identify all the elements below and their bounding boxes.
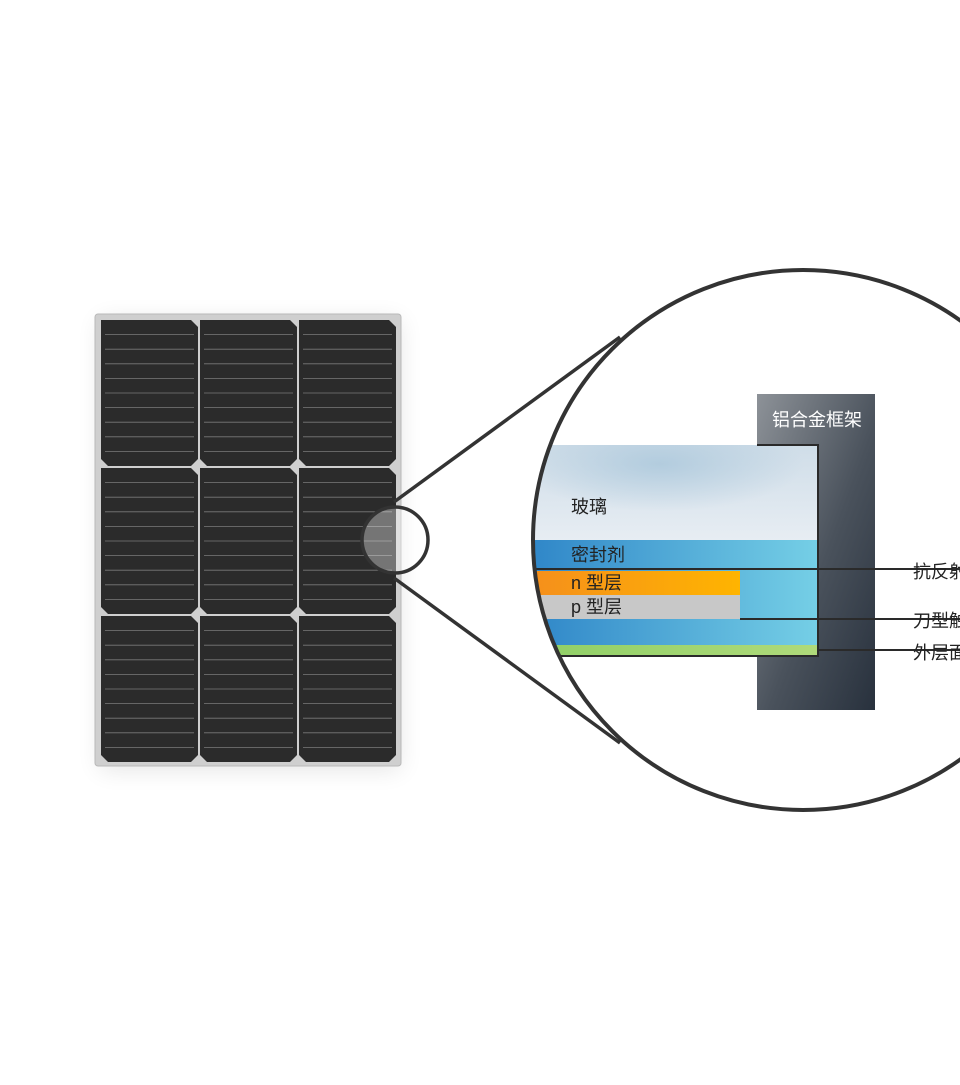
solar-panel (94, 313, 402, 770)
p-type-label: p 型层 (571, 597, 622, 617)
outer-surface-callout: 外层面 (913, 643, 960, 663)
magnifier-lines (392, 335, 622, 745)
zoom-circle-small (360, 505, 430, 575)
p-type-layer (533, 595, 740, 619)
frame-label: 铝合金框架 (772, 410, 862, 430)
n-type-label: n 型层 (571, 573, 622, 593)
encapsulant-label: 密封剂 (571, 545, 625, 565)
panel-cells (101, 320, 396, 762)
anti-reflective-callout: 抗反射 (913, 562, 960, 582)
glass-label: 玻璃 (571, 497, 607, 517)
n-type-layer (533, 571, 740, 595)
encapsulant-layer (533, 540, 818, 569)
blade-contact-callout: 刀型触 (913, 611, 960, 631)
cross-section: 铝合金框架 玻璃 密封剂 n 型层 p 型层 (533, 270, 960, 810)
backsheet-layer (533, 645, 818, 656)
zoom-circle-large (531, 268, 960, 812)
